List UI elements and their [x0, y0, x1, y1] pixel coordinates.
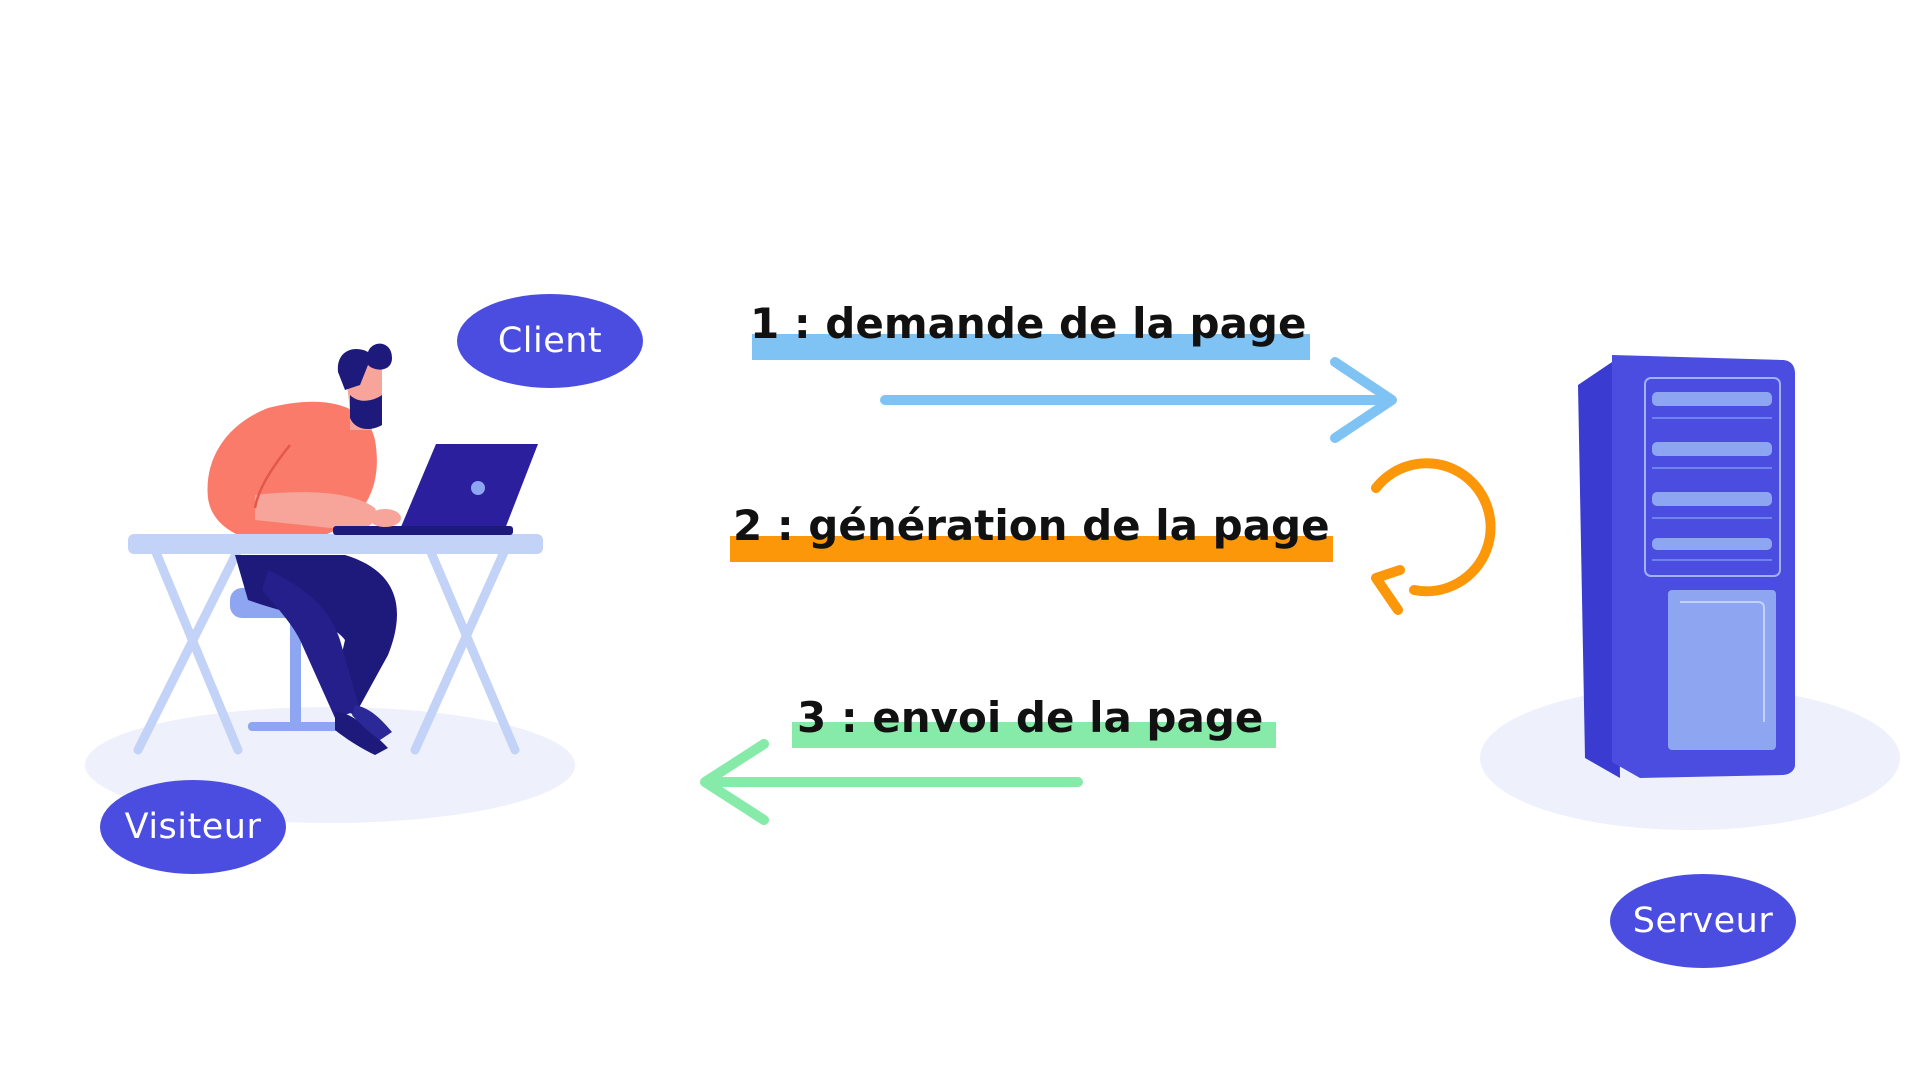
server-badge: Serveur	[1610, 874, 1796, 968]
generation-cycle-arrow	[1371, 458, 1496, 615]
visitor-hair	[337, 343, 392, 390]
visitor-shoulder-line	[253, 444, 291, 509]
step-3-highlight	[792, 722, 1276, 748]
step-2-highlight	[730, 536, 1333, 562]
server-lines	[1652, 417, 1772, 561]
desk-top	[128, 534, 543, 554]
visitor-shin	[262, 570, 360, 718]
server-illustration	[1578, 355, 1795, 778]
server-slots	[1652, 392, 1772, 550]
laptop-logo	[471, 481, 485, 495]
step-1-highlight	[752, 334, 1310, 360]
step-1-label: 1 : demande de la page	[750, 299, 1307, 348]
step-2-label: 2 : génération de la page	[733, 501, 1330, 550]
client-badge: Client	[457, 294, 643, 388]
visitor-badge: Visiteur	[100, 780, 286, 874]
visitor-shoe-2	[352, 705, 392, 740]
visitor-shoe-1	[335, 712, 388, 755]
chair-base	[248, 722, 348, 731]
step-3-label: 3 : envoi de la page	[797, 693, 1264, 742]
response-arrow	[700, 739, 1083, 825]
request-arrow	[880, 357, 1397, 443]
laptop-screen	[398, 444, 538, 534]
server-door-highlight	[1680, 601, 1765, 722]
visitor-hand	[369, 509, 401, 527]
server-side	[1578, 360, 1620, 778]
laptop-base	[333, 526, 513, 535]
visitor-arm	[255, 492, 377, 530]
server-panel	[1644, 377, 1781, 577]
chair-post	[290, 615, 301, 725]
visitor-illustration	[128, 343, 543, 755]
desk-legs	[133, 545, 520, 755]
server-door	[1668, 590, 1776, 750]
visitor-beard	[350, 395, 382, 430]
